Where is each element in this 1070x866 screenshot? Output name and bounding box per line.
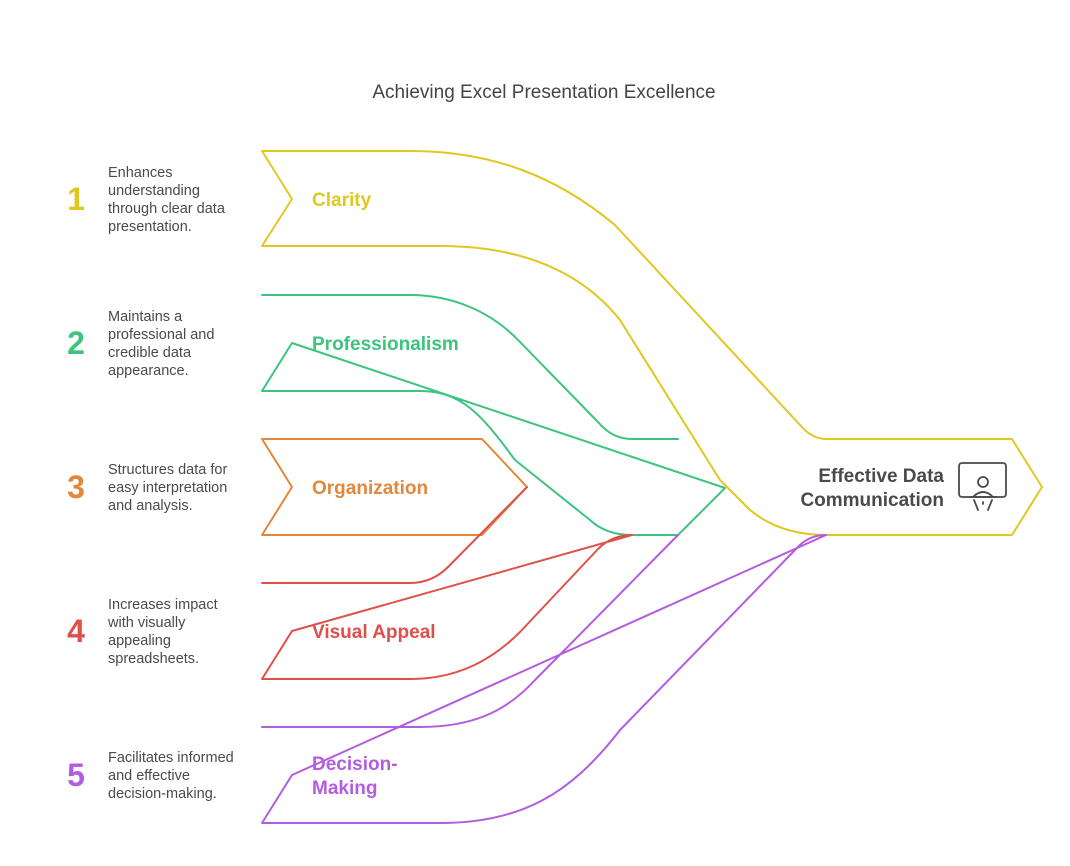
item-description-line: through clear data — [108, 201, 226, 217]
item-label: Visual Appeal — [312, 622, 436, 643]
item-description-line: and effective — [108, 768, 190, 784]
list-item: 2 Maintains a professional and credible dat… — [67, 309, 459, 379]
item-description-line: appearance. — [108, 363, 189, 379]
output-label-line-1: Effective Data — [818, 466, 944, 487]
list-item: 1 Enhances understanding through clear data… — [67, 165, 371, 235]
item-description-line: spreadsheets. — [108, 651, 199, 667]
presenter-icon — [958, 462, 1007, 511]
item-description-line: Enhances — [108, 165, 173, 181]
item-number: 3 — [67, 469, 85, 505]
list-item: 4 Increases impact with visually appealing s… — [67, 597, 435, 667]
item-description-line: appealing — [108, 633, 171, 649]
output-block: Effective Data Communication — [800, 462, 1007, 511]
item-description-line: decision-making. — [108, 786, 217, 802]
flow-ribbon-visual-appeal — [261, 486, 633, 680]
item-label: Clarity — [312, 190, 372, 211]
flow-ribbon-organization — [261, 438, 528, 536]
item-label: Making — [312, 778, 377, 799]
item-description-line: credible data — [108, 345, 192, 361]
flow-ribbon-professionalism — [261, 294, 726, 536]
item-number: 5 — [67, 757, 85, 793]
item-label: Decision- — [312, 754, 398, 775]
item-number: 2 — [67, 325, 85, 361]
list-item: 5 Facilitates informed and effective decisi… — [67, 750, 397, 802]
item-description-line: Maintains a — [108, 309, 183, 325]
item-label: Professionalism — [312, 334, 459, 355]
item-description-line: easy interpretation — [108, 480, 227, 496]
item-description-line: Increases impact — [108, 597, 218, 613]
item-description-line: professional and — [108, 327, 214, 343]
item-description-line: presentation. — [108, 219, 192, 235]
item-description-line: understanding — [108, 183, 200, 199]
item-label: Organization — [312, 478, 428, 499]
item-number: 4 — [67, 613, 85, 649]
item-description-line: and analysis. — [108, 498, 193, 514]
item-list: 1 Enhances understanding through clear data… — [67, 165, 459, 802]
item-description-line: Facilitates informed — [108, 750, 234, 766]
item-description-line: Structures data for — [108, 462, 227, 478]
item-description-line: with visually — [107, 615, 186, 631]
item-number: 1 — [67, 181, 85, 217]
flow-ribbons — [261, 150, 1043, 824]
list-item: 3 Structures data for easy interpretation a… — [67, 462, 428, 514]
output-label-line-2: Communication — [800, 490, 944, 511]
diagram-title: Achieving Excel Presentation Excellence — [372, 82, 715, 103]
flow-ribbon-decision-making — [261, 534, 827, 824]
